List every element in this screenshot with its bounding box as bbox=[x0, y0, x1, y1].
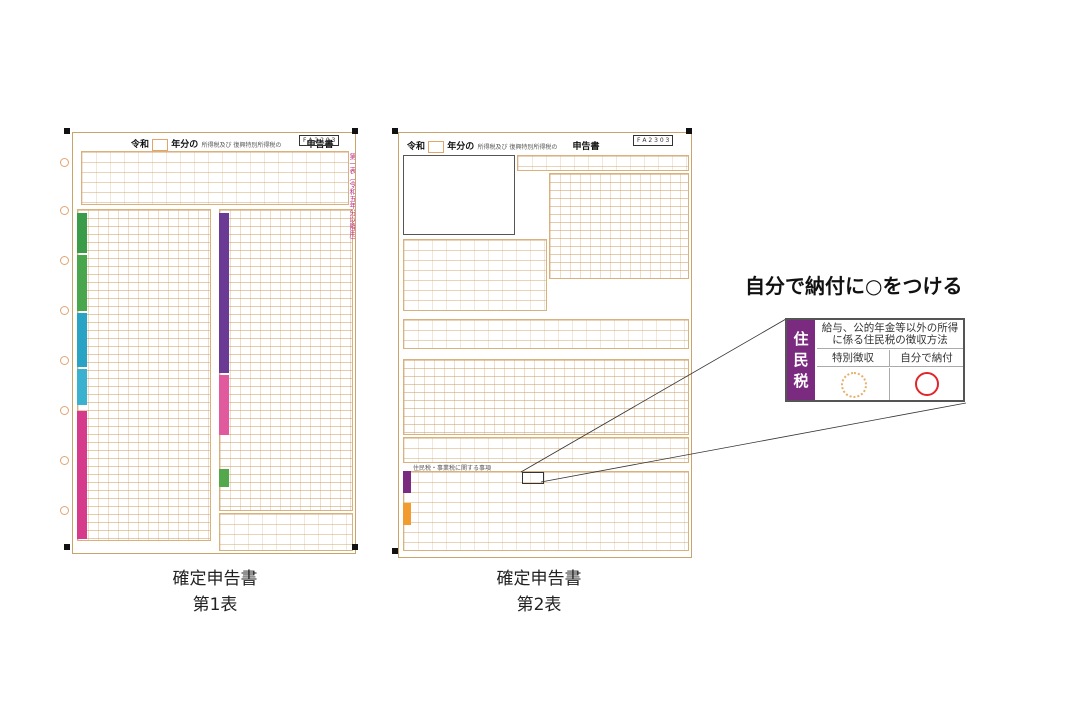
form1-corner-tr bbox=[352, 128, 358, 134]
form2-caption-line2: 第2表 bbox=[516, 595, 562, 615]
form2-id-grid bbox=[517, 155, 689, 171]
form1-corner-br bbox=[352, 544, 358, 550]
form2-corner-bl bbox=[392, 548, 398, 554]
tax-char-2: 民 bbox=[793, 350, 809, 369]
callout-title: 自分で納付に○をつける bbox=[745, 274, 963, 298]
form2-corner-tl bbox=[392, 128, 398, 134]
resident-tax-band: 住 民 税 bbox=[787, 320, 815, 400]
callout-line-bottom bbox=[540, 402, 967, 483]
form2-band-business bbox=[403, 503, 411, 525]
self-payment-circle-icon bbox=[914, 372, 939, 396]
form1-year-suffix: 年分の bbox=[171, 140, 199, 150]
form2-code: F A 2 3 0 3 bbox=[633, 135, 674, 146]
form1-year-box bbox=[152, 138, 169, 151]
form1-income-grid bbox=[77, 209, 211, 541]
special-collection-label: 特別徴収 bbox=[817, 350, 890, 367]
form1-punch-hole-4 bbox=[60, 306, 69, 315]
form1-address-block bbox=[81, 151, 349, 205]
form1-band-deduction bbox=[77, 411, 87, 539]
form1-header-small: 所得税及び 復興特別所得税の bbox=[201, 142, 282, 149]
form1-bottom-grid bbox=[219, 513, 353, 551]
form2-caption-line1: 確定申告書 bbox=[496, 569, 582, 589]
form1-punch-hole-7 bbox=[60, 456, 69, 465]
form1-corner-tl bbox=[64, 128, 70, 134]
form1-era: 令和 bbox=[131, 140, 150, 150]
callout-line-top bbox=[520, 318, 787, 473]
form1-corner-bl bbox=[64, 544, 70, 550]
form1-band-income2 bbox=[77, 255, 87, 311]
form1-caption-line1: 確定申告書 bbox=[172, 569, 258, 589]
form1-punch-hole-1 bbox=[60, 158, 69, 167]
form1-code: F A 2 2 0 3 bbox=[299, 135, 340, 146]
tax-char-3: 税 bbox=[793, 371, 809, 390]
form2-income-detail-grid bbox=[403, 319, 689, 349]
form1-band-tax bbox=[219, 213, 229, 373]
form2-year-box bbox=[428, 140, 445, 153]
form2-era: 令和 bbox=[407, 142, 426, 152]
form1-punch-hole-6 bbox=[60, 406, 69, 415]
form2-title: 申告書 bbox=[572, 142, 600, 152]
special-collection-empty-circle-icon bbox=[841, 372, 867, 398]
form2-collection-method-cell bbox=[522, 472, 544, 484]
special-collection-cell[interactable] bbox=[817, 368, 890, 400]
form2-resident-section-title: 住民税・事業税に関する事項 bbox=[413, 465, 492, 472]
tax-char-1: 住 bbox=[793, 329, 809, 348]
self-payment-cell[interactable] bbox=[890, 368, 963, 400]
form-2-sheet: 令和 年分の 所得税及び 復興特別所得税の 申告書 F A 2 3 0 3 住民… bbox=[398, 132, 692, 558]
form2-header: 令和 年分の 所得税及び 復興特別所得税の 申告書 bbox=[407, 139, 600, 153]
form1-punch-hole-3 bbox=[60, 256, 69, 265]
form2-salary-grid bbox=[403, 359, 689, 435]
form2-deduction-grid bbox=[549, 173, 689, 279]
form2-caption: 確定申告書 第2表 bbox=[474, 566, 604, 618]
collection-method-label: 給与、公的年金等以外の所得に係る住民税の徴収方法 bbox=[817, 322, 963, 349]
form1-caption-line2: 第1表 bbox=[192, 595, 238, 615]
form1-band-income3 bbox=[77, 313, 87, 367]
form1-band-income4 bbox=[77, 369, 87, 405]
form1-band-refund bbox=[219, 469, 229, 487]
form1-side-label: 第一表（令和五年分以降用） bbox=[349, 153, 356, 244]
form1-punch-hole-2 bbox=[60, 206, 69, 215]
form1-band-other bbox=[219, 375, 229, 435]
form2-year-suffix: 年分の bbox=[447, 142, 475, 152]
form1-band-income bbox=[77, 213, 87, 253]
form1-punch-hole-8 bbox=[60, 506, 69, 515]
form1-punch-hole-5 bbox=[60, 356, 69, 365]
form1-caption: 確定申告書 第1表 bbox=[150, 566, 280, 618]
resident-tax-callout: 住 民 税 給与、公的年金等以外の所得に係る住民税の徴収方法 特別徴収 自分で納… bbox=[785, 318, 965, 402]
form2-band-resident bbox=[403, 471, 411, 493]
self-payment-label: 自分で納付 bbox=[890, 350, 963, 367]
form-1-sheet: 令和 年分の 所得税及び 復興特別所得税の 申告書 F A 2 2 0 3 第一… bbox=[72, 132, 356, 554]
form2-items-grid bbox=[403, 239, 547, 311]
form2-corner-tr bbox=[686, 128, 692, 134]
form2-address-box bbox=[403, 155, 515, 235]
form2-header-small: 所得税及び 復興特別所得税の bbox=[477, 144, 558, 151]
